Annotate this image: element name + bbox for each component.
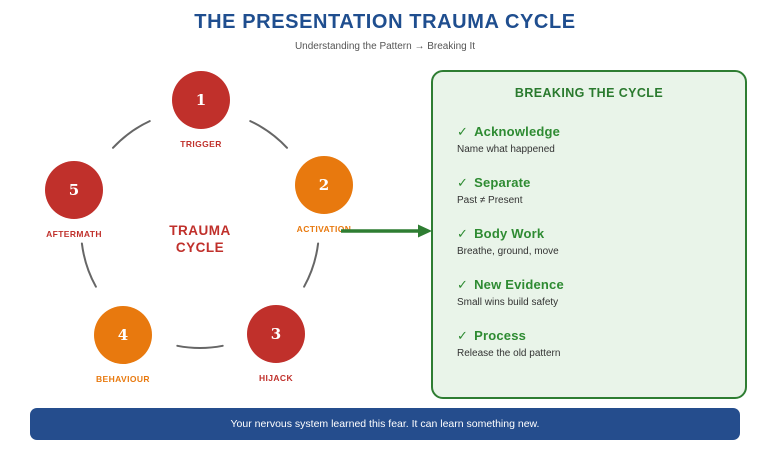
cycle-node-activation: 2 ACTIVATION xyxy=(264,156,384,234)
check-icon: ✓ xyxy=(457,124,469,139)
check-icon: ✓ xyxy=(457,277,469,292)
step-separate: ✓ Separate Past ≠ Present xyxy=(457,175,721,206)
affirmation-banner: Your nervous system learned this fear. I… xyxy=(30,408,740,440)
step-desc: Name what happened xyxy=(457,144,555,155)
node-label: ACTIVATION xyxy=(296,224,352,234)
arc-activation-hijack xyxy=(303,242,320,288)
step-heading: ✓ Separate xyxy=(457,175,721,191)
cycle-node-aftermath: 5 AFTERMATH xyxy=(14,161,134,239)
node-circle: 1 xyxy=(172,71,230,129)
node-circle: 4 xyxy=(94,306,152,364)
step-desc: Breathe, ground, move xyxy=(457,246,559,257)
node-label: BEHAVIOUR xyxy=(96,374,150,384)
step-heading: ✓ Process xyxy=(457,328,721,344)
step-desc: Past ≠ Present xyxy=(457,195,523,206)
step-title: Separate xyxy=(474,175,531,190)
panel-items: ✓ Acknowledge Name what happened ✓ Separat… xyxy=(457,124,721,359)
step-title: Acknowledge xyxy=(474,124,561,139)
node-circle: 3 xyxy=(247,305,305,363)
node-label: AFTERMATH xyxy=(46,229,102,239)
breaking-the-cycle-panel: BREAKING THE CYCLE ✓ Acknowledge Name wha… xyxy=(431,70,747,399)
step-acknowledge: ✓ Acknowledge Name what happened xyxy=(457,124,721,155)
node-label: HIJACK xyxy=(258,373,294,383)
cycle-center-line1: TRAUMA xyxy=(169,223,231,238)
cycle-node-hijack: 3 HIJACK xyxy=(216,305,336,383)
step-desc: Release the old pattern xyxy=(457,348,561,359)
page-subtitle: Understanding the Pattern → Breaking It xyxy=(294,41,476,52)
step-title: Body Work xyxy=(474,226,545,241)
step-title: Process xyxy=(474,328,527,343)
step-heading: ✓ Acknowledge xyxy=(457,124,721,140)
step-desc: Small wins build safety xyxy=(457,297,559,308)
step-body-work: ✓ Body Work Breathe, ground, move xyxy=(457,226,721,257)
step-new-evidence: ✓ New Evidence Small wins build safety xyxy=(457,277,721,308)
step-heading: ✓ Body Work xyxy=(457,226,721,242)
panel-title: BREAKING THE CYCLE xyxy=(514,86,664,100)
node-number: 1 xyxy=(195,91,207,109)
step-process: ✓ Process Release the old pattern xyxy=(457,328,721,359)
cycle-center-label: TRAUMA CYCLE xyxy=(140,222,260,256)
cycle-center-line2: CYCLE xyxy=(175,240,225,255)
node-number: 5 xyxy=(68,181,80,199)
arc-behaviour-aftermath xyxy=(80,242,97,288)
step-title: New Evidence xyxy=(474,277,564,292)
node-label: TRIGGER xyxy=(180,139,222,149)
node-number: 3 xyxy=(270,325,282,343)
step-heading: ✓ New Evidence xyxy=(457,277,721,293)
check-icon: ✓ xyxy=(457,226,469,241)
arrow-head-icon xyxy=(418,224,432,238)
page-title: THE PRESENTATION TRAUMA CYCLE xyxy=(194,11,576,33)
cycle-node-behaviour: 4 BEHAVIOUR xyxy=(63,306,183,384)
node-circle: 2 xyxy=(295,156,353,214)
cycle-node-trigger: 1 TRIGGER xyxy=(141,71,261,149)
node-circle: 5 xyxy=(45,161,103,219)
node-number: 4 xyxy=(117,326,129,344)
affirmation-text: Your nervous system learned this fear. I… xyxy=(230,418,540,430)
check-icon: ✓ xyxy=(457,175,469,190)
check-icon: ✓ xyxy=(457,328,469,343)
node-number: 2 xyxy=(318,176,330,194)
